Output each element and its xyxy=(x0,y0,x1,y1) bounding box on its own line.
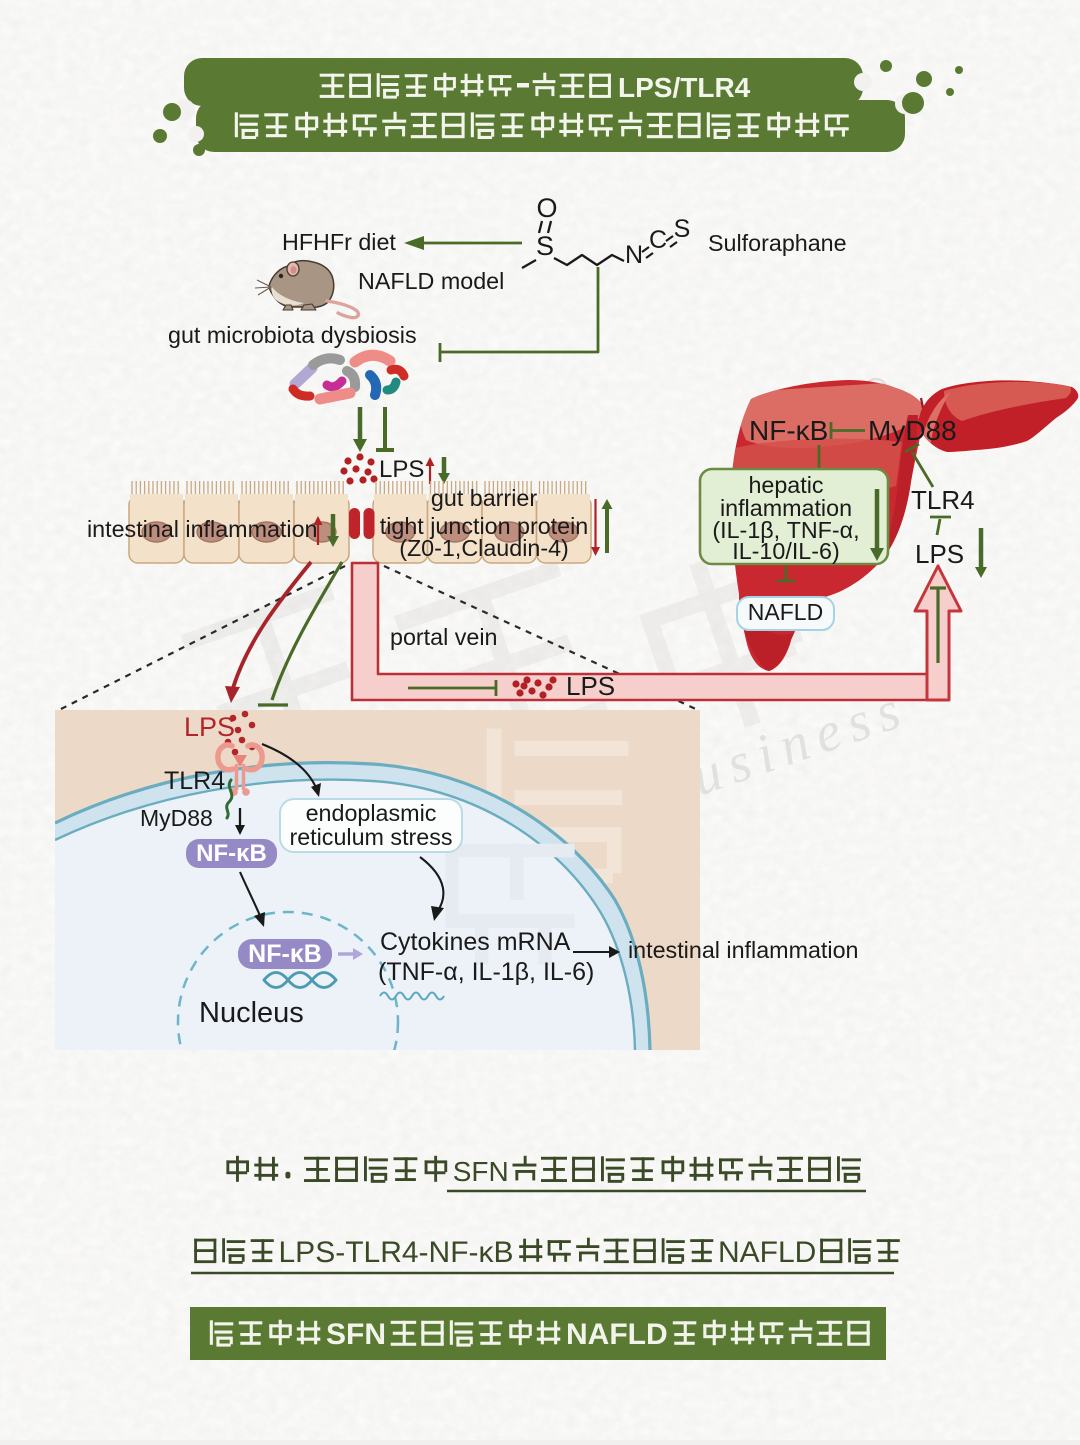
svg-text:TLR4: TLR4 xyxy=(911,485,975,515)
svg-text:NF-κB: NF-κB xyxy=(196,840,267,867)
svg-text:SFN: SFN xyxy=(326,1318,386,1351)
svg-text:gut microbiota dysbiosis: gut microbiota dysbiosis xyxy=(168,322,417,348)
svg-text:Cytokines mRNA: Cytokines mRNA xyxy=(380,928,571,956)
svg-text:LPS/TLR4: LPS/TLR4 xyxy=(618,72,751,103)
svg-text:gut barrier: gut barrier xyxy=(431,485,537,511)
svg-text:endoplasmic: endoplasmic xyxy=(306,800,437,826)
svg-text:(TNF-α, IL-1β, IL-6): (TNF-α, IL-1β, IL-6) xyxy=(378,958,594,986)
svg-text:inflammation: inflammation xyxy=(720,495,852,521)
svg-text:NF-κB: NF-κB xyxy=(248,940,322,968)
svg-text:LPS: LPS xyxy=(566,671,615,701)
svg-text:hepatic: hepatic xyxy=(748,472,823,498)
svg-text:tight junction protein: tight junction protein xyxy=(380,513,589,539)
svg-text:NAFLD: NAFLD xyxy=(718,1236,816,1269)
svg-text:SFN: SFN xyxy=(453,1156,509,1187)
svg-text:LPS-TLR4-NF-κB: LPS-TLR4-NF-κB xyxy=(279,1236,514,1269)
svg-text:C: C xyxy=(649,226,667,254)
svg-text:intestinal inflammation: intestinal inflammation xyxy=(87,516,318,542)
svg-text:NAFLD model: NAFLD model xyxy=(358,268,504,294)
svg-text:NAFLD: NAFLD xyxy=(566,1318,668,1351)
svg-text:LPS: LPS xyxy=(184,712,235,742)
svg-text:intestinal inflammation: intestinal inflammation xyxy=(628,937,859,963)
svg-text:portal vein: portal vein xyxy=(390,624,498,650)
svg-text:LPS: LPS xyxy=(379,456,424,483)
svg-text:N: N xyxy=(625,241,643,269)
svg-text:MyD88: MyD88 xyxy=(140,805,213,831)
svg-text:NF-κB: NF-κB xyxy=(749,415,828,446)
svg-text:(IL-1β, TNF-α,: (IL-1β, TNF-α, xyxy=(712,517,859,543)
svg-text:Sulforaphane: Sulforaphane xyxy=(708,230,847,256)
svg-text:S: S xyxy=(674,215,691,243)
svg-text:TLR4: TLR4 xyxy=(164,767,225,795)
svg-text:reticulum stress: reticulum stress xyxy=(289,824,452,850)
svg-text:NAFLD: NAFLD xyxy=(748,599,823,625)
svg-text:LPS: LPS xyxy=(915,539,964,569)
svg-text:S: S xyxy=(536,231,554,261)
svg-text:IL-10/IL-6): IL-10/IL-6) xyxy=(732,538,839,564)
svg-text:MyD88: MyD88 xyxy=(868,415,957,446)
svg-text:HFHFr diet: HFHFr diet xyxy=(282,229,396,255)
svg-text:(Z0-1,Claudin-4): (Z0-1,Claudin-4) xyxy=(399,535,569,561)
svg-text:O: O xyxy=(536,193,557,223)
svg-text:Nucleus: Nucleus xyxy=(199,997,304,1029)
